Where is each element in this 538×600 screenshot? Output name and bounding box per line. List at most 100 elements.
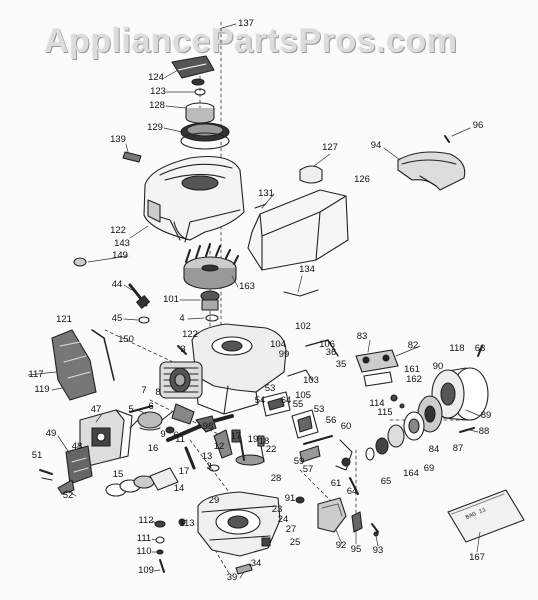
part-bracket-117: [51, 329, 115, 401]
part-sump: [197, 491, 281, 575]
callout-137: 137: [238, 18, 254, 29]
part-governor: [335, 439, 359, 495]
callout-69: 69: [423, 463, 435, 474]
callout-53: 53: [264, 383, 276, 394]
callout-65: 65: [380, 476, 392, 487]
callout-64: 64: [280, 395, 292, 406]
callout-118: 118: [449, 343, 465, 354]
part-ignition: [355, 349, 405, 409]
callout-19: 19: [247, 434, 259, 445]
callout-82: 82: [407, 340, 419, 351]
callout-112: 112: [138, 515, 154, 526]
callout-5: 5: [128, 404, 134, 415]
callout-83: 83: [356, 331, 368, 342]
callout-90: 90: [432, 361, 444, 372]
callout-23: 23: [271, 504, 283, 515]
leader-lines: [27, 23, 481, 579]
part-92-93-95: [317, 497, 379, 537]
part-91: [295, 496, 305, 504]
callout-29: 29: [208, 495, 220, 506]
callout-6: 6: [173, 430, 179, 441]
callout-3: 3: [180, 344, 186, 355]
callout-161: 161: [404, 364, 420, 375]
callout-119: 119: [34, 384, 50, 395]
callout-55: 55: [292, 399, 304, 410]
callout-53: 53: [313, 404, 325, 415]
callout-105: 105: [295, 390, 311, 401]
callout-24: 24: [277, 514, 289, 525]
callout-98: 98: [202, 421, 214, 432]
callout-17: 17: [230, 431, 242, 442]
callout-8: 8: [155, 387, 161, 398]
callout-139: 139: [110, 134, 126, 145]
callout-48: 48: [71, 441, 83, 452]
callout-36: 36: [325, 347, 337, 358]
callout-93: 93: [372, 545, 384, 556]
callout-167: 167: [469, 552, 485, 563]
part-piston-rod: [129, 403, 195, 434]
callout-27: 27: [285, 524, 297, 535]
watermark: AppliancePartsPros.com: [44, 22, 458, 60]
callout-117: 117: [28, 369, 44, 380]
callout-61: 61: [330, 478, 342, 489]
callout-114: 114: [369, 398, 385, 409]
callout-9: 9: [160, 429, 166, 440]
callout-52: 52: [62, 490, 74, 501]
part-bag-167: [447, 489, 525, 543]
callout-94: 94: [370, 140, 382, 151]
part-small-51-52: [39, 469, 75, 495]
part-139: [122, 151, 142, 163]
callout-111: 111: [136, 533, 152, 544]
callout-99: 99: [278, 349, 290, 360]
part-rings-128-129: [180, 102, 230, 150]
callout-129: 129: [147, 122, 163, 133]
callout-123: 123: [150, 86, 166, 97]
callout-11: 11: [175, 434, 185, 445]
callout-45: 45: [111, 313, 123, 324]
callout-44: 44: [111, 279, 123, 290]
callout-106: 106: [319, 339, 335, 350]
callout-28: 28: [270, 473, 282, 484]
part-flywheel: [183, 243, 239, 290]
callout-162: 162: [406, 374, 422, 385]
callout-14: 14: [173, 483, 185, 494]
callout-127: 127: [322, 142, 338, 153]
part-engine-block: [159, 323, 287, 415]
part-134: [283, 289, 319, 297]
callout-49: 49: [45, 428, 57, 439]
part-camshaft: [231, 429, 265, 466]
callout-60: 60: [340, 421, 352, 432]
callout-88: 88: [478, 426, 490, 437]
callout-13: 13: [201, 451, 213, 462]
callout-101: 101: [163, 294, 179, 305]
callout-39: 39: [226, 572, 238, 583]
callout-25: 25: [289, 537, 301, 548]
callout-110: 110: [136, 546, 152, 557]
callout-3: 3: [206, 461, 212, 472]
callout-7: 7: [141, 385, 147, 396]
callout-92: 92: [335, 540, 347, 551]
callout-15: 15: [112, 469, 124, 480]
callout-102: 102: [295, 321, 311, 332]
callout-18: 18: [258, 436, 270, 447]
callout-150: 150: [118, 334, 134, 345]
callout-12: 12: [213, 441, 225, 452]
part-starter: [365, 345, 489, 461]
callout-122: 122: [182, 329, 198, 340]
callout-109: 109: [138, 565, 154, 576]
callout-104: 104: [270, 339, 286, 350]
callout-126: 126: [354, 174, 370, 185]
callout-115: 115: [377, 407, 393, 418]
callout-103: 103: [303, 375, 319, 386]
callout-17: 17: [178, 466, 190, 477]
part-shroud-94: [397, 135, 466, 191]
callout-54: 54: [254, 395, 266, 406]
callout-34: 34: [250, 558, 262, 569]
callout-4: 4: [179, 313, 185, 324]
part-hub-101: [200, 290, 220, 322]
callout-51: 51: [31, 450, 43, 461]
callout-64: 64: [346, 486, 358, 497]
part-spark-plug: [128, 283, 150, 324]
part-149: [73, 257, 87, 267]
